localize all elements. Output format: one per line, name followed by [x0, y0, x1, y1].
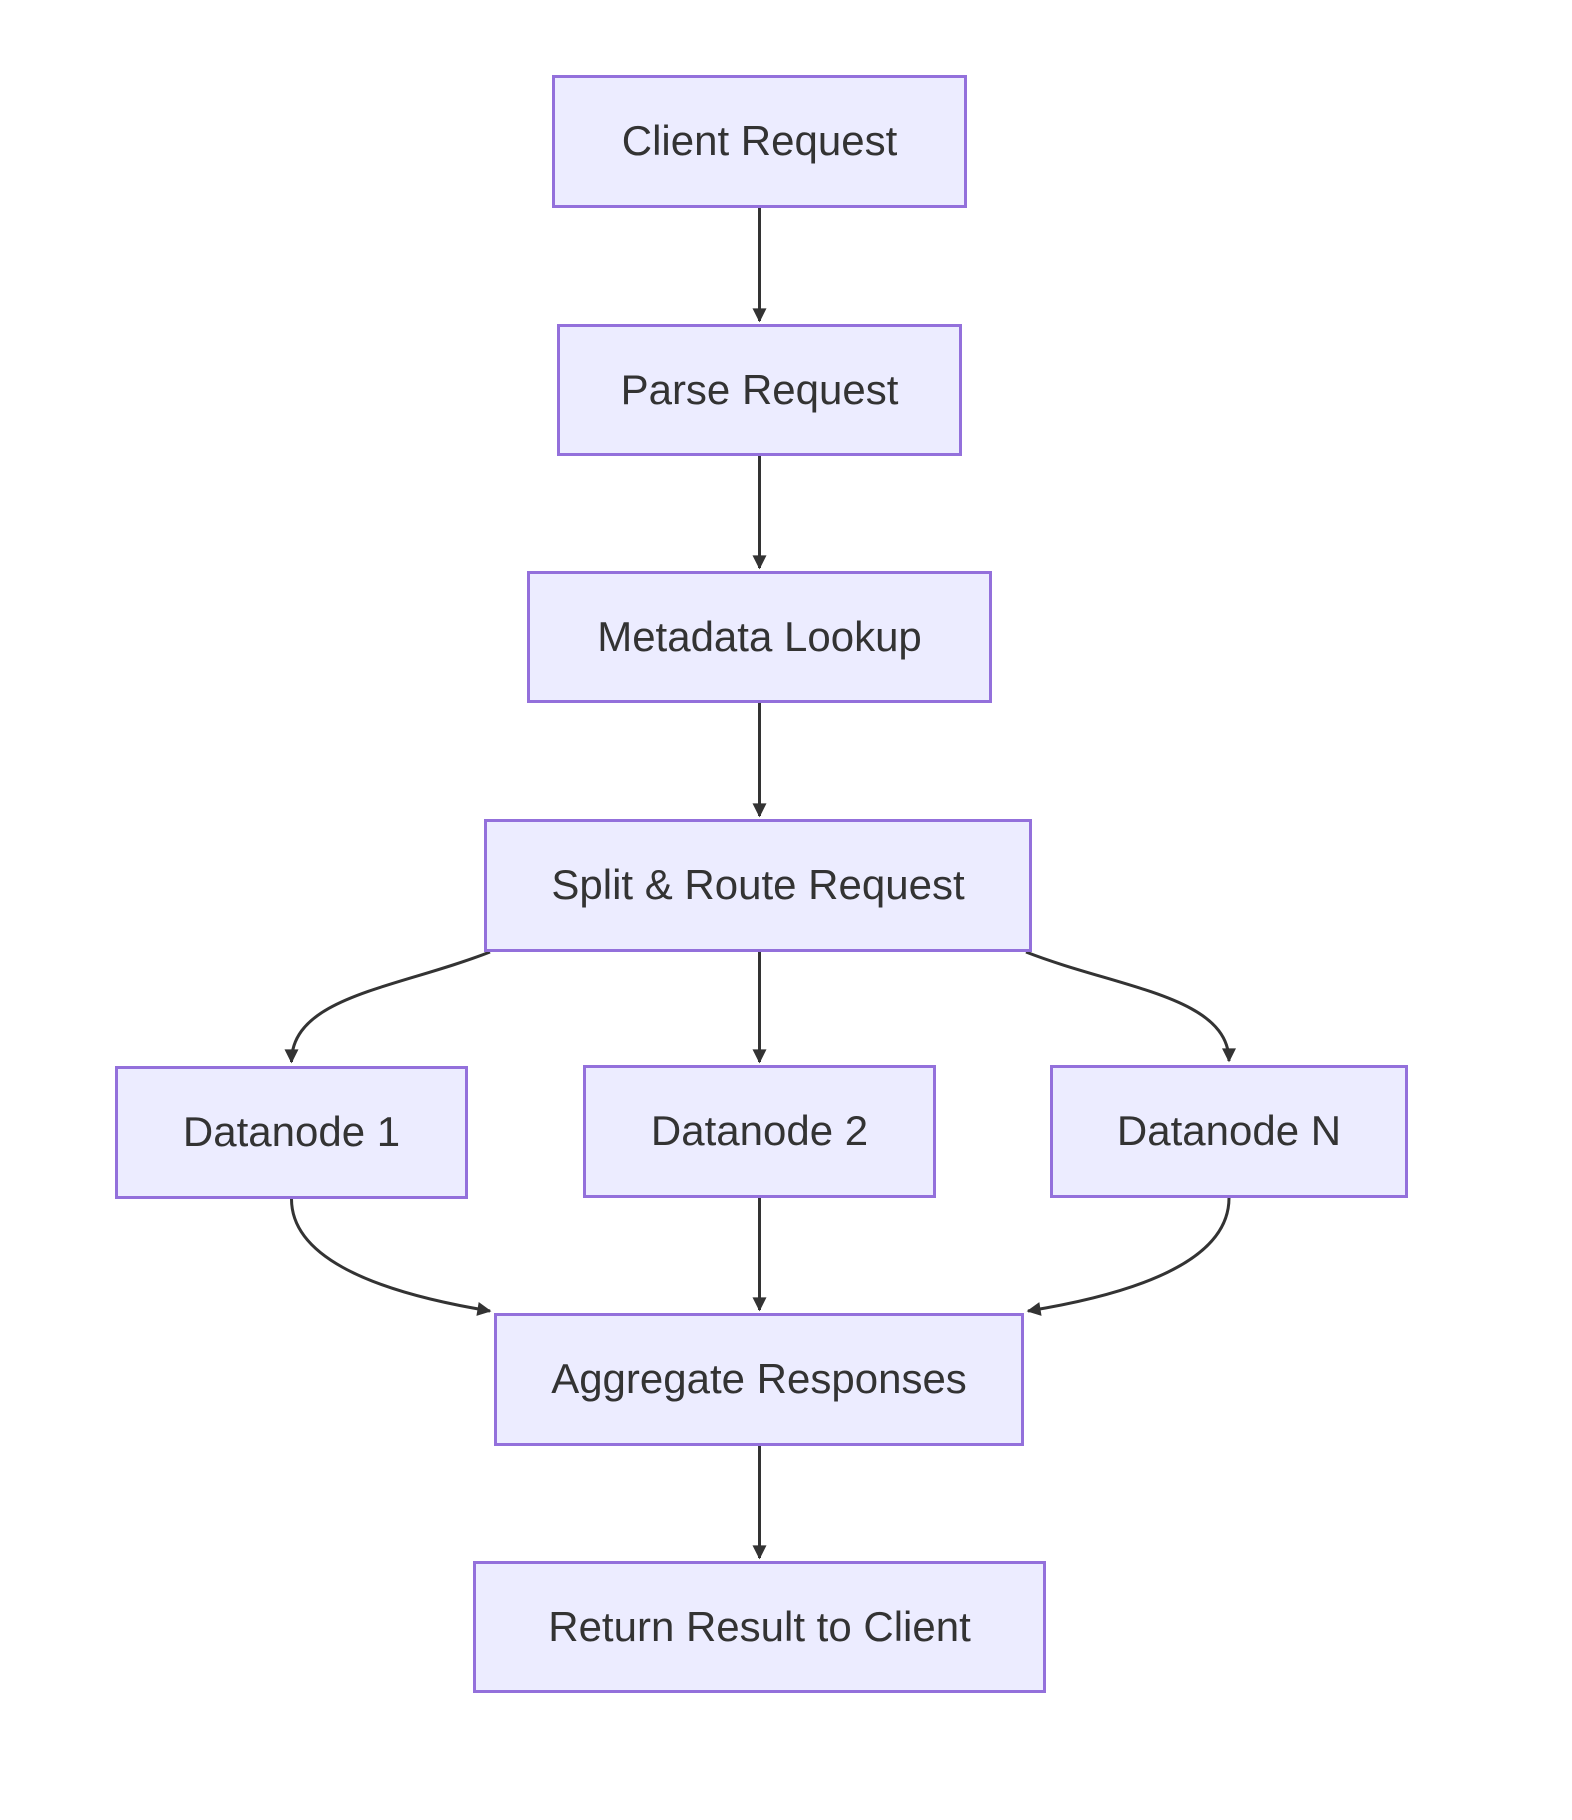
node-client-request-label: Client Request [621, 117, 898, 165]
node-aggregate-responses: Aggregate Responses [494, 1313, 1024, 1446]
edge-split-to-datanodeN [1025, 950, 1236, 1063]
node-datanode-1-label: Datanode 1 [182, 1108, 401, 1156]
node-client-request: Client Request [552, 75, 967, 208]
node-datanode-2-label: Datanode 2 [650, 1107, 869, 1155]
node-metadata-lookup-label: Metadata Lookup [597, 612, 922, 660]
node-datanode-1: Datanode 1 [115, 1066, 468, 1199]
node-datanode-n: Datanode N [1050, 1065, 1408, 1198]
node-datanode-n-label: Datanode N [1116, 1107, 1342, 1155]
node-split-route-request-label: Split & Route Request [551, 861, 965, 909]
edge-datanodeN-to-aggregate [1026, 1197, 1231, 1316]
node-parse-request: Parse Request [557, 324, 962, 456]
node-metadata-lookup: Metadata Lookup [527, 571, 992, 703]
node-datanode-2: Datanode 2 [583, 1065, 936, 1198]
node-return-result: Return Result to Client [473, 1561, 1046, 1693]
node-split-route-request: Split & Route Request [484, 819, 1032, 952]
node-parse-request-label: Parse Request [620, 365, 899, 413]
node-aggregate-responses-label: Aggregate Responses [551, 1355, 967, 1403]
edge-datanode1-to-aggregate [290, 1198, 492, 1316]
node-return-result-label: Return Result to Client [548, 1602, 971, 1650]
edge-split-to-datanode1 [284, 950, 491, 1064]
